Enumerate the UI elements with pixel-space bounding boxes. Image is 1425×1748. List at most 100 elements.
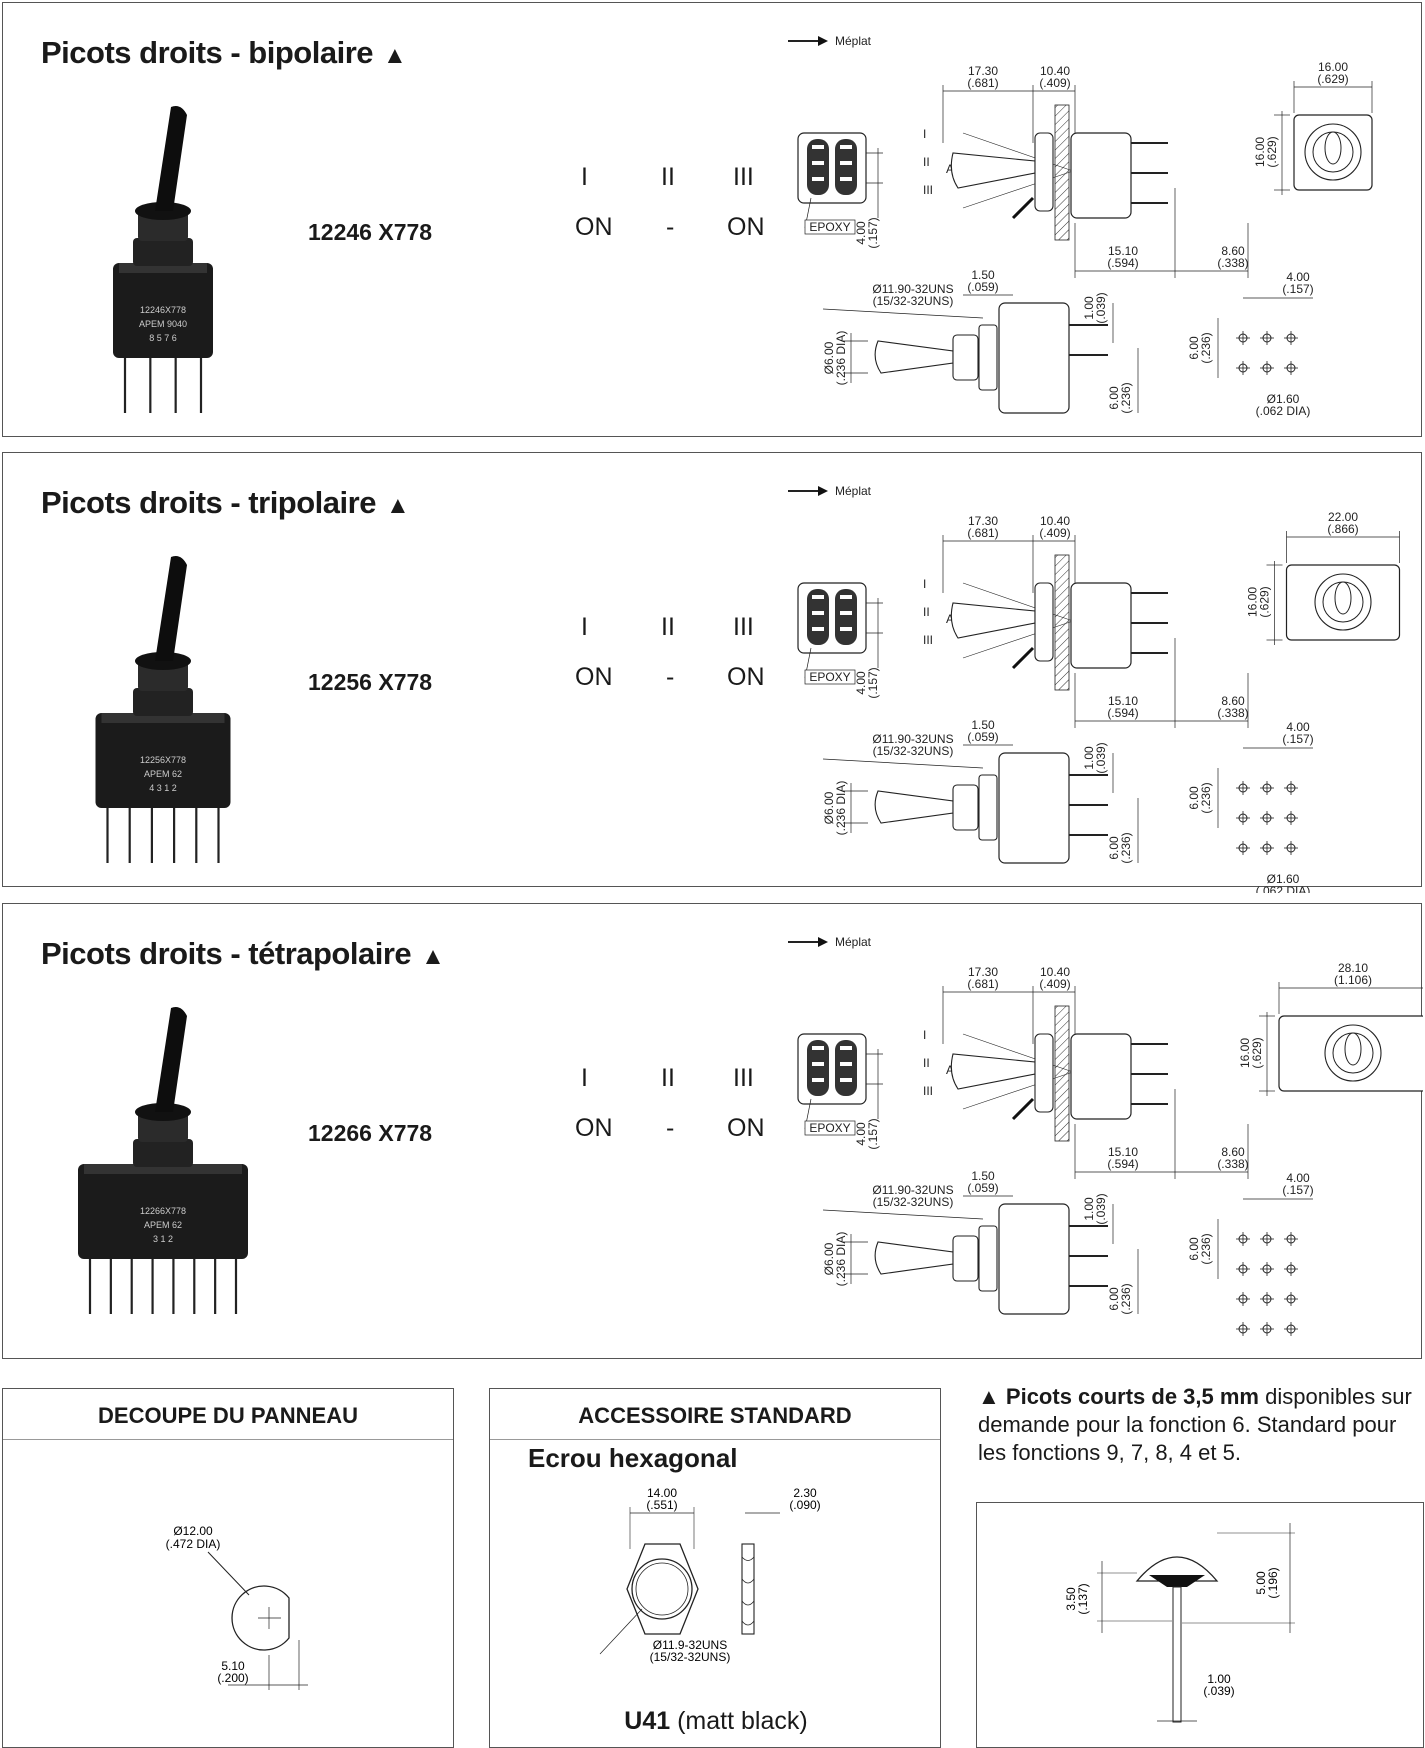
dim-17-in: (.681) [967, 76, 998, 90]
pin-dia: Ø1.60 [1267, 392, 1300, 406]
toggle-position: II [923, 605, 930, 619]
dim-8: 8.60 [1221, 244, 1245, 258]
dim-15: 15.10 [1108, 694, 1138, 708]
triangle-marker: ▲ [385, 492, 410, 519]
dim-4-in: (.157) [866, 667, 880, 698]
dim-16-in: (.629) [1265, 136, 1279, 167]
grid-6-in: (.236) [1199, 332, 1213, 363]
dim-17-in: (.681) [967, 977, 998, 991]
toggle-angle-label: A [946, 1063, 954, 1077]
pin-dia: Ø1.60 [1267, 872, 1300, 886]
dim-6-dia: Ø6.00 [822, 341, 836, 374]
state-label: ON [575, 213, 613, 241]
position-label: II [661, 163, 675, 191]
state-label: - [666, 213, 675, 241]
grid-4-in: (.157) [1282, 732, 1313, 746]
cutout-flat-in: (.200) [217, 1671, 248, 1685]
position-label: II [661, 613, 675, 641]
grid-4-in: (.157) [1282, 282, 1313, 296]
short-pin-drawing: 3.50 (.137) 5.00 (.196) 1.00 (.039) [1064, 1523, 1295, 1723]
epoxy-label: EPOXY [809, 1121, 850, 1135]
accessory-finish: (matt black) [677, 1707, 808, 1735]
dim-16: 16.00 [1238, 1038, 1252, 1068]
note-marker: ▲ [978, 1384, 1000, 1409]
meplat-label: Méplat [835, 935, 872, 949]
toggle-position: III [923, 1084, 933, 1098]
cutout-dia-in: (.472 DIA) [166, 1537, 221, 1551]
dim-6-dia-in: (.236 DIA) [834, 331, 848, 386]
position-label: I [581, 613, 588, 641]
dim-4: 4.00 [854, 671, 868, 695]
nut-thread-in: (15/32-32UNS) [650, 1650, 731, 1664]
dim-6: 6.00 [1107, 386, 1121, 410]
position-label: III [733, 163, 754, 191]
grid-6: 6.00 [1187, 336, 1201, 360]
position-label: III [733, 1064, 754, 1092]
dim-17: 17.30 [968, 514, 998, 528]
state-label: ON [575, 1114, 613, 1142]
product-section: Picots droits - tétrapolaire▲ 12266 X778 I… [2, 903, 1423, 1359]
product-section: Picots droits - bipolaire▲ 12246 X778 I ON I… [2, 2, 1422, 437]
body-marking: APEM 9040 [139, 319, 187, 329]
dim-6: 6.00 [1107, 1287, 1121, 1311]
dim-8-in: (.338) [1217, 1157, 1248, 1171]
dim-1-in: (.039) [1094, 742, 1108, 773]
accessory-box: ACCESSOIRE STANDARD Ecrou hexagonal 14.0… [489, 1388, 941, 1748]
panel-cutout-drawing: Ø12.00 (.472 DIA) 5.10 (.200) [166, 1524, 308, 1690]
dim-thread: Ø11.90-32UNS [872, 732, 953, 746]
accessory-subtitle: Ecrou hexagonal [528, 1443, 738, 1473]
section-title: Picots droits - bipolaire▲ [41, 35, 407, 71]
grid-6-in: (.236) [1199, 782, 1213, 813]
dim-8: 8.60 [1221, 694, 1245, 708]
nut-width: 14.00 [647, 1486, 677, 1500]
triangle-marker: ▲ [421, 943, 445, 970]
dim-15: 15.10 [1108, 244, 1138, 258]
part-number: 12246 X778 [308, 219, 433, 245]
toggle-position: I [923, 127, 926, 141]
dim-6-dia-in: (.236 DIA) [834, 781, 848, 836]
part-number: 12266 X778 [308, 1120, 433, 1146]
dim-8-in: (.338) [1217, 256, 1248, 270]
note-rest: disponibles sur demande pour la fonction… [978, 1384, 1412, 1465]
body-marking: 3 1 2 [153, 1234, 173, 1244]
state-label: ON [727, 213, 765, 241]
panel-cutout-box: DECOUPE DU PANNEAU Ø12.00 (.472 DIA) 5.1… [2, 1388, 454, 1748]
toggle-angle-label: A [946, 162, 954, 176]
dim-width: 28.10 [1338, 961, 1368, 975]
grid-6: 6.00 [1187, 1237, 1201, 1261]
pin-w-in: (.039) [1203, 1684, 1234, 1698]
dim-4-in: (.157) [866, 217, 880, 248]
nut-thread: Ø11.9-32UNS [653, 1638, 727, 1652]
accessory-code: U41 [624, 1707, 671, 1735]
dim-10-in: (.409) [1039, 76, 1070, 90]
dim-6-in: (.236) [1119, 382, 1133, 413]
note-bold: Picots courts de 3,5 mm [1005, 1384, 1259, 1409]
dim-4-in: (.157) [866, 1118, 880, 1149]
body-marking: 12266X778 [140, 1206, 186, 1216]
position-label: III [733, 613, 754, 641]
dim-1-in: (.039) [1094, 292, 1108, 323]
meplat-label: Méplat [835, 484, 872, 498]
cutout-flat: 5.10 [221, 1659, 245, 1673]
section-title-text: Picots droits - bipolaire [41, 35, 374, 70]
position-label: I [581, 163, 588, 191]
toggle-position: II [923, 1056, 930, 1070]
dim-1-5: 1.50 [971, 1169, 995, 1183]
pin-h2-in: (.196) [1266, 1567, 1280, 1598]
dim-1-5: 1.50 [971, 718, 995, 732]
dim-15-in: (.594) [1107, 1157, 1138, 1171]
grid-4: 4.00 [1286, 1171, 1310, 1185]
dim-6-dia-in: (.236 DIA) [834, 1232, 848, 1287]
state-label: ON [727, 1114, 765, 1142]
section-title: Picots droits - tripolaire▲ [41, 485, 410, 521]
nut-thick: 2.30 [793, 1486, 817, 1500]
dim-16: 16.00 [1246, 587, 1260, 617]
pin-dia-in: (.062 DIA) [1256, 884, 1311, 893]
toggle-position: I [923, 577, 926, 591]
meplat-label: Méplat [835, 34, 872, 48]
hex-nut-drawing: 14.00 (.551) Ø11.9-32UNS (15/32-32UNS) 2… [599, 1486, 821, 1664]
section-title: Picots droits - tétrapolaire▲ [41, 936, 445, 972]
